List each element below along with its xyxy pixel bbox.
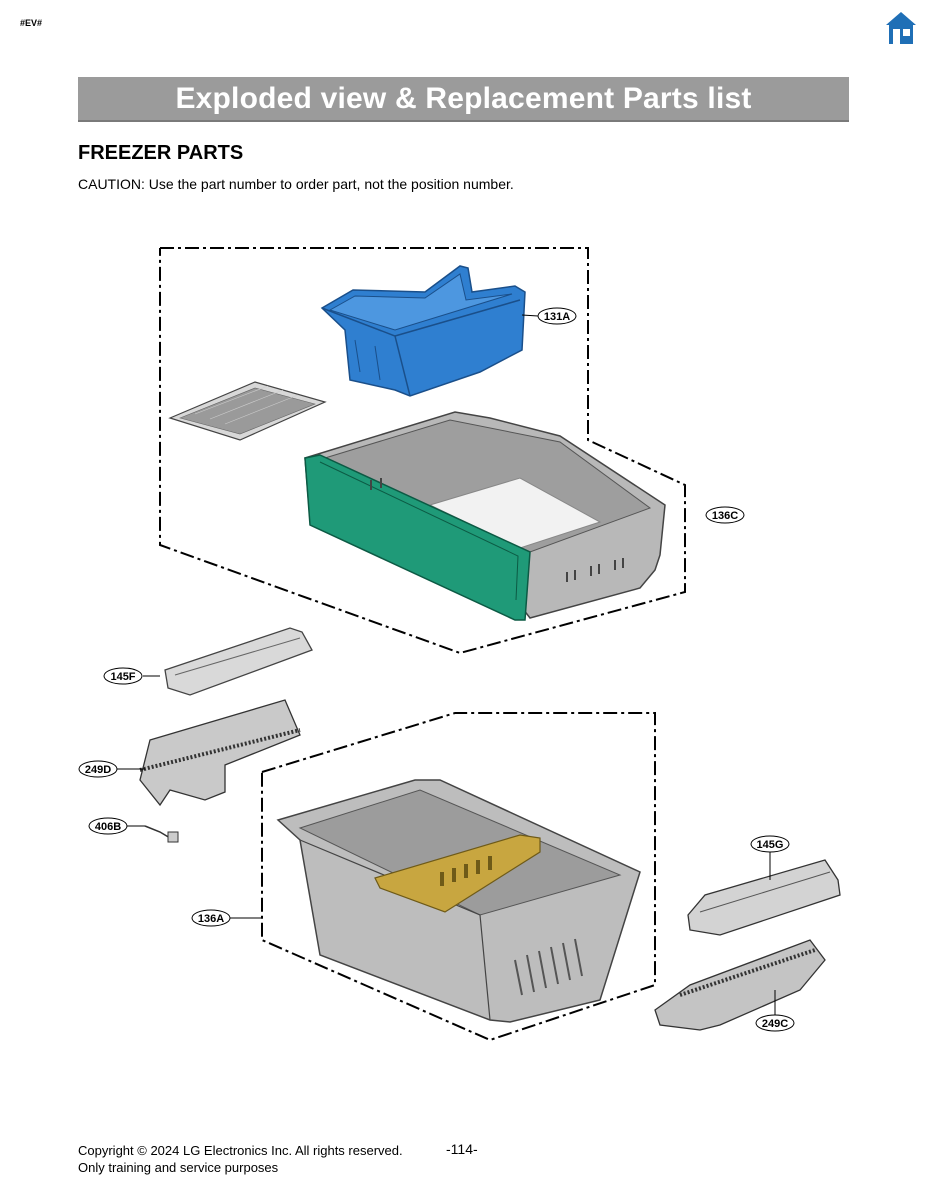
rail-145F — [164, 627, 313, 696]
svg-text:136A: 136A — [198, 913, 224, 925]
caution-note: CAUTION: Use the part number to order pa… — [78, 176, 514, 192]
section-title: FREEZER PARTS — [78, 142, 244, 164]
callout-145F: 145F — [103, 667, 143, 685]
page-number: -114- — [446, 1141, 478, 1157]
svg-text:249C: 249C — [762, 1018, 788, 1030]
callout-249C: 249C — [755, 1014, 795, 1032]
svg-text:145G: 145G — [757, 839, 784, 851]
slide-249C — [654, 939, 826, 1031]
home-icon[interactable] — [884, 10, 918, 46]
upper-basket-131A — [320, 265, 526, 397]
banner-title: Exploded view & Replacement Parts list — [175, 81, 752, 115]
upper-drawer-136C — [304, 411, 666, 621]
part-406B — [144, 825, 179, 843]
lower-drawer-136A — [276, 779, 641, 1023]
callout-136C: 136C — [705, 506, 745, 524]
title-banner: Exploded view & Replacement Parts list — [78, 77, 849, 122]
usage-note: Only training and service purposes — [78, 1160, 279, 1175]
slide-249D — [139, 699, 301, 807]
callout-136A: 136A — [191, 909, 231, 927]
callout-131A: 131A — [537, 307, 577, 325]
document-tag: #EV# — [20, 18, 43, 28]
footer: Copyright © 2024 LG Electronics Inc. All… — [78, 1142, 403, 1176]
grate-tray — [168, 381, 327, 441]
svg-text:406B: 406B — [95, 821, 121, 833]
callout-145G: 145G — [750, 835, 790, 853]
svg-text:249D: 249D — [85, 764, 111, 776]
callout-406B: 406B — [88, 817, 128, 835]
svg-text:131A: 131A — [544, 311, 570, 323]
upper-group-boundary — [159, 247, 686, 655]
rail-145G — [687, 859, 841, 936]
svg-text:136C: 136C — [712, 510, 738, 522]
svg-text:145F: 145F — [110, 671, 135, 683]
copyright-text: Copyright © 2024 LG Electronics Inc. All… — [78, 1143, 403, 1158]
lower-group-boundary — [261, 712, 656, 1042]
callout-249D: 249D — [78, 760, 118, 778]
